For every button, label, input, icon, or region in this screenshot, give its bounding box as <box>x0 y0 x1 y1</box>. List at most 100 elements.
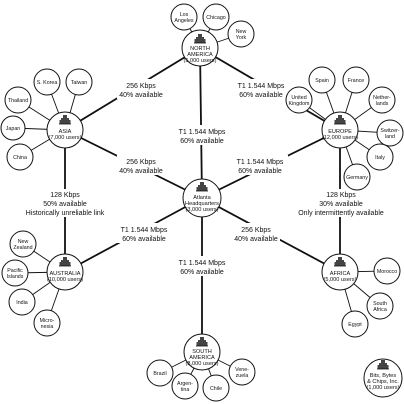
svg-text:Only intermittently available: Only intermittently available <box>298 210 384 217</box>
svg-text:256 Kbps: 256 Kbps <box>241 227 271 234</box>
node-netherlands: Nether- lands <box>368 86 396 114</box>
link-north-america-atlanta <box>199 47 203 199</box>
label-europe-africa: 128 Kbps 30% available Only intermittent… <box>292 189 390 217</box>
svg-text:Los: Los <box>180 12 189 18</box>
svg-text:128 Kbps: 128 Kbps <box>50 192 80 199</box>
node-brazil: Brazil <box>146 359 174 387</box>
label-asia-north-america: 256 Kbps 40% available <box>117 79 165 99</box>
svg-text:Germany: Germany <box>346 175 368 181</box>
hub-atlanta: Atlanta Headquarters (3,000 users) <box>182 178 222 218</box>
svg-text:Pacific: Pacific <box>7 268 23 274</box>
svg-text:Kingdom: Kingdom <box>289 101 310 107</box>
svg-text:Historically unreliable link: Historically unreliable link <box>26 210 105 217</box>
svg-text:Headquarters: Headquarters <box>185 201 219 207</box>
svg-text:(12,000 users): (12,000 users) <box>322 135 358 141</box>
svg-text:Angeles: Angeles <box>174 18 193 24</box>
svg-text:Argen-: Argen- <box>177 381 193 387</box>
svg-text:T1 1.544 Mbps: T1 1.544 Mbps <box>237 159 284 166</box>
node-india: India <box>8 288 36 316</box>
svg-text:ASIA: ASIA <box>59 129 72 135</box>
svg-text:Thailand: Thailand <box>8 98 28 104</box>
svg-text:30% available: 30% available <box>319 201 363 208</box>
svg-text:T1 1.544 Mbps: T1 1.544 Mbps <box>179 260 226 267</box>
svg-text:Atlanta: Atlanta <box>193 195 211 201</box>
node-micronesia: Micro- nesia <box>33 309 61 337</box>
svg-text:128 Kbps: 128 Kbps <box>326 192 356 199</box>
svg-text:T1 1.544 Mbps: T1 1.544 Mbps <box>121 227 168 234</box>
node-switzerland: Switzer- land <box>376 119 404 147</box>
svg-text:Italy: Italy <box>375 155 385 161</box>
svg-text:60% available: 60% available <box>180 269 224 276</box>
hub-north-america: NORTH AMERICA (5,000 users) <box>181 29 219 67</box>
svg-text:40% available: 40% available <box>119 92 163 99</box>
node-egypt: Egypt <box>341 310 369 338</box>
node-argentina: Argen- tina <box>171 372 199 400</box>
satellite-nodes: Los Angeles Chicago New York Spain Franc… <box>0 3 404 402</box>
node-pacific-islands: Pacific Islands <box>1 259 29 287</box>
node-morocco: Morocco <box>373 257 401 285</box>
node-japan: Japan <box>0 115 26 141</box>
svg-text:& Chips, Inc.: & Chips, Inc. <box>367 379 399 385</box>
svg-text:S. Korea: S. Korea <box>37 80 58 86</box>
node-france: France <box>342 66 370 94</box>
node-chicago: Chicago <box>202 3 230 31</box>
hub-asia: ASIA (7,000 users) <box>46 111 84 149</box>
svg-text:NORTH: NORTH <box>190 46 210 52</box>
svg-text:Chile: Chile <box>210 386 222 392</box>
label-africa-atlanta: 256 Kbps 40% available <box>232 223 280 243</box>
svg-text:256 Kbps: 256 Kbps <box>126 159 156 166</box>
svg-text:SOUTH: SOUTH <box>192 349 212 355</box>
svg-text:(5,000 users): (5,000 users) <box>324 277 357 283</box>
svg-text:Chicago: Chicago <box>206 15 225 21</box>
node-italy: Italy <box>366 143 394 171</box>
node-south-africa: South Africa <box>366 292 394 320</box>
svg-text:Spain: Spain <box>315 78 329 84</box>
company-node: Bits, Bytes & Chips, Inc. (1,000 users) <box>363 358 403 398</box>
hub-africa: AFRICA (5,000 users) <box>321 253 359 291</box>
svg-text:India: India <box>16 300 28 306</box>
label-europe-atlanta: T1 1.544 Mbps 60% available <box>232 155 288 175</box>
svg-text:(3,000 users): (3,000 users) <box>186 207 219 213</box>
hub-europe: EUROPE (12,000 users) <box>321 111 359 149</box>
label-australia-atlanta: T1 1.544 Mbps 60% available <box>115 223 173 243</box>
hub-south-america: SOUTH AMERICA (8,000 users) <box>183 333 221 371</box>
svg-text:United: United <box>291 95 306 101</box>
svg-text:(1,000 users): (1,000 users) <box>367 385 400 391</box>
node-taiwan: Taiwan <box>65 68 93 96</box>
svg-text:AMERICA: AMERICA <box>189 355 215 361</box>
node-china: China <box>6 143 34 171</box>
svg-text:40% available: 40% available <box>119 168 163 175</box>
svg-text:tina: tina <box>181 387 190 393</box>
label-north-america-europe: T1 1.544 Mbps 60% available <box>233 79 289 99</box>
link-labels: 256 Kbps 40% available T1 1.544 Mbps 60%… <box>18 79 390 276</box>
hub-australia: AUSTRALIA (10,000 users) <box>46 253 84 291</box>
svg-text:Taiwan: Taiwan <box>71 80 88 86</box>
svg-text:T1 1.544 Mbps: T1 1.544 Mbps <box>179 129 226 136</box>
svg-text:40% available: 40% available <box>234 236 278 243</box>
svg-text:60% available: 60% available <box>238 168 282 175</box>
svg-text:EUROPE: EUROPE <box>328 129 352 135</box>
node-chile: Chile <box>202 374 230 402</box>
label-north-america-atlanta: T1 1.544 Mbps 60% available <box>173 125 231 145</box>
node-new-zealand: New Zealand <box>9 230 37 258</box>
svg-text:Switzer-: Switzer- <box>380 128 399 134</box>
label-asia-australia: 128 Kbps 50% available Historically unre… <box>18 189 112 217</box>
svg-text:(5,000 users): (5,000 users) <box>184 58 217 64</box>
svg-text:T1 1.544 Mbps: T1 1.544 Mbps <box>238 83 285 90</box>
svg-text:60% available: 60% available <box>122 236 166 243</box>
svg-text:zuela: zuela <box>236 373 249 379</box>
svg-text:China: China <box>13 155 27 161</box>
svg-text:60% available: 60% available <box>180 138 224 145</box>
svg-text:50% available: 50% available <box>43 201 87 208</box>
svg-text:land: land <box>385 134 395 140</box>
node-s-korea: S. Korea <box>33 68 61 96</box>
svg-text:lands: lands <box>376 101 389 107</box>
svg-text:New: New <box>18 239 29 245</box>
svg-text:Nether-: Nether- <box>373 95 391 101</box>
svg-text:York: York <box>236 35 247 41</box>
node-united-kingdom: United Kingdom <box>285 86 313 114</box>
svg-text:(10,000 users): (10,000 users) <box>47 277 83 283</box>
svg-text:Islands: Islands <box>7 274 24 280</box>
label-asia-atlanta: 256 Kbps 40% available <box>117 155 165 175</box>
svg-text:Japan: Japan <box>6 126 20 132</box>
